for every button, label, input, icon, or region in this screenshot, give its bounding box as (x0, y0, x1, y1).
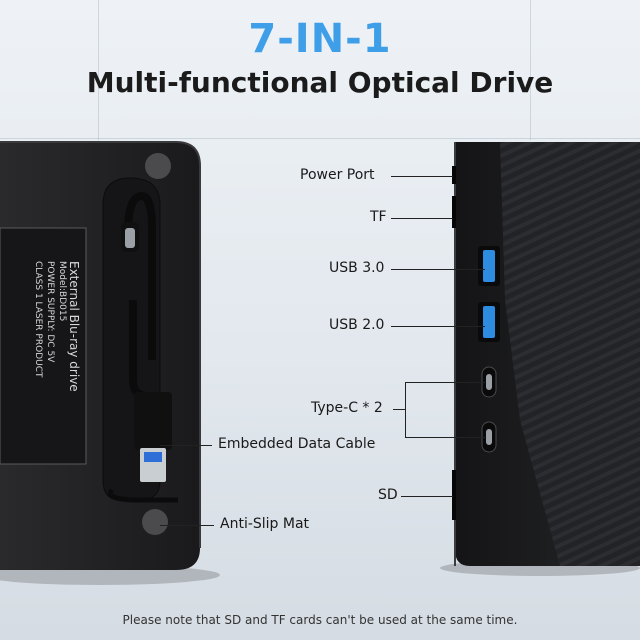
drive-label-power: POWER SUPPLY: DC 5V (45, 261, 55, 363)
callout-power-port: Power Port (300, 167, 375, 183)
shadow (0, 565, 220, 585)
leader-line (405, 382, 485, 383)
leader-line (401, 496, 453, 497)
drive-label-title: External Blu-ray drive (67, 261, 81, 392)
leader-line (160, 445, 212, 446)
wall-tile-line (530, 0, 531, 140)
leader-line (391, 269, 485, 270)
usb3-port (483, 250, 495, 282)
wall-tile-line (98, 0, 99, 140)
callout-mat: Anti-Slip Mat (220, 516, 310, 532)
power-port (452, 166, 456, 184)
headline: 7-IN-1 (248, 16, 392, 62)
anti-slip-foot (142, 509, 168, 535)
leader-line (405, 437, 485, 438)
anti-slip-foot (145, 153, 171, 179)
callout-sd: SD (378, 487, 398, 503)
leader-line (391, 218, 453, 219)
callout-usb3: USB 3.0 (329, 260, 385, 276)
drive-side-view (452, 142, 640, 566)
callout-tf: TF (370, 209, 387, 225)
sd-slot (452, 470, 456, 520)
drive-label-laser: CLASS 1 LASER PRODUCT (33, 261, 43, 378)
callout-typec: Type-C * 2 (311, 400, 383, 416)
subline: Multi-functional Optical Drive (86, 66, 554, 99)
leader-line (393, 409, 405, 410)
data-cable (124, 191, 156, 360)
leader-line (160, 525, 214, 526)
wall-tile-line (0, 138, 640, 139)
callout-usb2: USB 2.0 (329, 317, 385, 333)
tf-slot (452, 196, 456, 228)
callout-cable: Embedded Data Cable (218, 436, 376, 452)
drive-bottom-view (0, 141, 201, 570)
footer-note: Please note that SD and TF cards can't b… (122, 613, 518, 627)
usb2-port (483, 306, 495, 338)
leader-line (391, 176, 453, 177)
bracket-line (405, 382, 406, 437)
drive-label-sticker: External Blu-ray drive Model:BD015 POWER… (0, 255, 86, 491)
leader-line (391, 326, 485, 327)
